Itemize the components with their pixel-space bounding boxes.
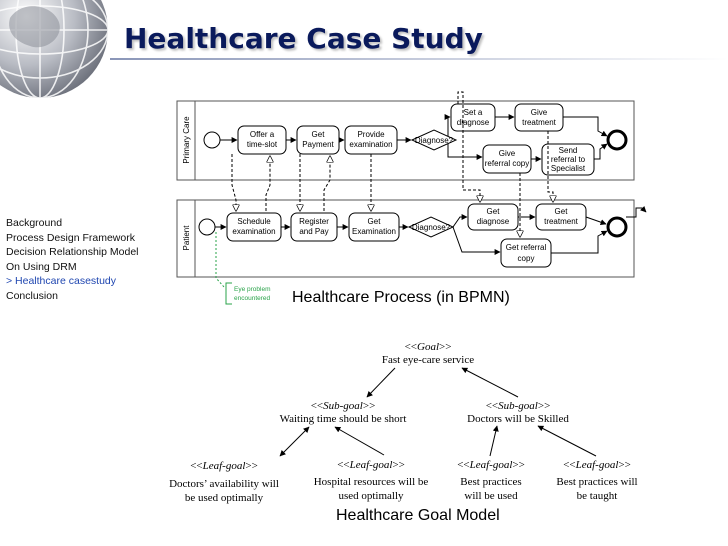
svg-text:Examination: Examination	[352, 227, 396, 236]
nav-item-healthcare-casestudy[interactable]: > Healthcare casestudy	[6, 275, 117, 288]
svg-text:Provide: Provide	[357, 130, 385, 139]
goal-model-caption: Healthcare Goal Model	[336, 507, 500, 524]
svg-text:Get referral: Get referral	[506, 243, 547, 252]
gateway-diagnose-pc	[410, 129, 458, 151]
subgoal-2: <<Sub-goal>>	[486, 400, 551, 412]
svg-text:copy: copy	[518, 254, 535, 263]
svg-text:examination: examination	[349, 140, 392, 149]
goal-root: <<Goal>>	[405, 341, 452, 353]
lane-label-primary-care: Primary Care	[182, 116, 191, 164]
pc-end-event	[606, 129, 628, 151]
svg-text:Register: Register	[299, 217, 329, 226]
svg-text:Best practices: Best practices	[460, 476, 521, 488]
nav-item-conclusion[interactable]: Conclusion	[6, 289, 58, 302]
svg-text:be taught: be taught	[577, 490, 618, 502]
leaf-goal-4: <<Leaf-goal>>	[563, 459, 631, 471]
nav-item-background[interactable]: Background	[6, 217, 63, 229]
svg-text:Give: Give	[531, 108, 548, 117]
goal-root-label: Fast eye-care service	[382, 354, 474, 366]
title-divider	[110, 58, 728, 60]
svg-text:be used optimally: be used optimally	[185, 492, 264, 504]
globe-logo	[0, 0, 109, 99]
svg-text:Diagnose?: Diagnose?	[412, 223, 451, 232]
svg-text:Diagnose?: Diagnose?	[415, 136, 454, 145]
svg-text:diagnose: diagnose	[477, 217, 510, 226]
svg-text:Get: Get	[487, 207, 501, 216]
svg-text:time-slot: time-slot	[247, 140, 278, 149]
svg-text:Specialist: Specialist	[551, 164, 586, 173]
svg-text:Give: Give	[499, 149, 516, 158]
pc-start-event	[203, 131, 221, 149]
svg-text:Hospital resources will be: Hospital resources will be	[314, 476, 429, 488]
svg-text:will be used: will be used	[464, 490, 518, 502]
nav-item-process-design[interactable]: Process Design Framework	[6, 231, 135, 244]
svg-text:Eye problem: Eye problem	[234, 286, 271, 293]
process-caption: Healthcare Process (in BPMN)	[292, 289, 510, 306]
svg-text:treatment: treatment	[544, 217, 579, 226]
svg-text:Get: Get	[555, 207, 569, 216]
goal-model: <<Goal>> Fast eye-care service <<Sub-goa…	[169, 341, 638, 504]
leaf-goal-1: <<Leaf-goal>>	[190, 460, 258, 472]
svg-text:Best practices will: Best practices will	[556, 476, 637, 488]
subgoal-1-label: Waiting time should be short	[280, 413, 407, 425]
slide-nav: Background Process Design Framework Deci…	[6, 216, 139, 304]
nav-item-decision-relationship[interactable]: Decision Relationship Model	[6, 246, 139, 259]
svg-text:and Pay: and Pay	[299, 227, 328, 236]
subgoal-1: <<Sub-goal>>	[311, 400, 376, 412]
pool-patient	[176, 199, 635, 278]
patient-start-event	[198, 218, 216, 236]
svg-text:treatment: treatment	[522, 118, 557, 127]
pool-primary-care	[176, 100, 635, 181]
eye-problem-annotation: Eye problem encountered	[215, 232, 271, 305]
svg-text:referral to: referral to	[551, 155, 586, 164]
svg-text:Get: Get	[368, 217, 382, 226]
svg-text:Doctors’ availability will: Doctors’ availability will	[169, 478, 279, 490]
leaf-goal-2: <<Leaf-goal>>	[337, 459, 405, 471]
svg-text:examination: examination	[232, 227, 275, 236]
patient-end-event	[606, 216, 628, 238]
svg-text:used optimally: used optimally	[338, 490, 404, 502]
svg-text:Payment: Payment	[302, 140, 334, 149]
nav-item-on-using-drm[interactable]: On Using DRM	[6, 260, 77, 273]
leaf-goal-3: <<Leaf-goal>>	[457, 459, 525, 471]
svg-text:Offer a: Offer a	[250, 130, 275, 139]
svg-text:referral copy: referral copy	[485, 159, 529, 168]
subgoal-2-label: Doctors will be Skilled	[467, 413, 569, 425]
svg-text:Send: Send	[559, 146, 578, 155]
lane-label-patient: Patient	[182, 225, 191, 251]
svg-text:diagnose: diagnose	[457, 118, 490, 127]
slide-title: Healthcare Case Study	[124, 22, 483, 55]
svg-text:Get: Get	[312, 130, 326, 139]
svg-text:encountered: encountered	[234, 295, 271, 302]
svg-text:Set a: Set a	[464, 108, 483, 117]
svg-text:Schedule: Schedule	[237, 217, 271, 226]
